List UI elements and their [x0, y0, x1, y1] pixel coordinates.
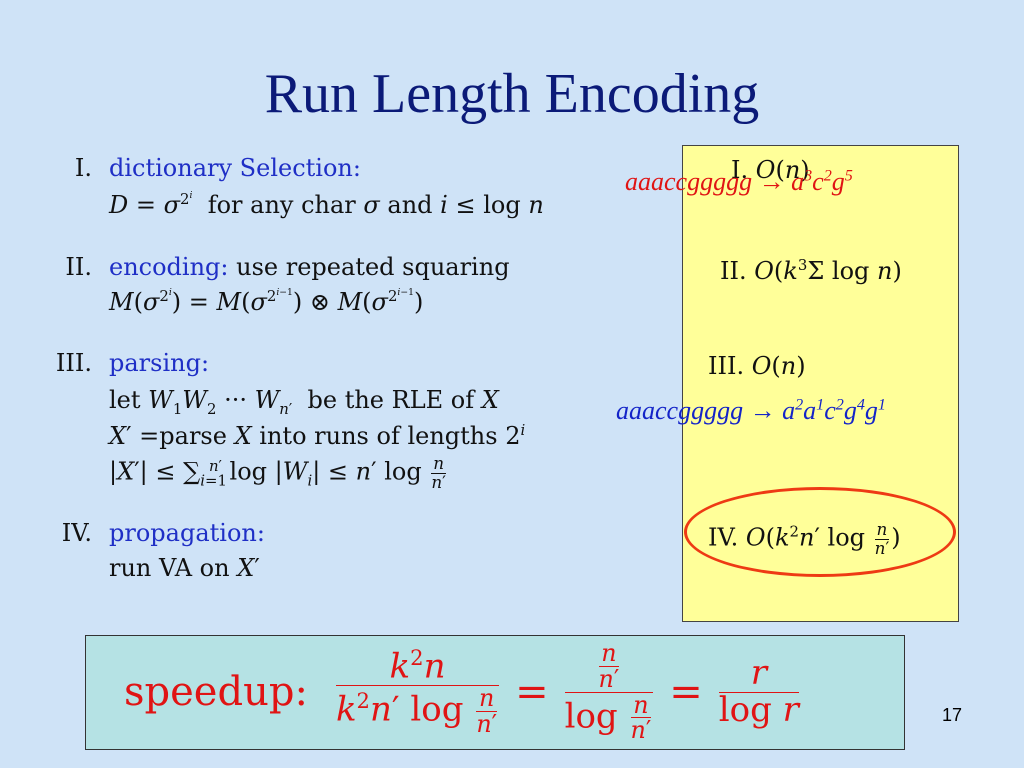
step-formula: M(σ2i) = M(σ2i−1) ⊗ M(σ2i−1)	[109, 287, 424, 316]
speedup-label: speedup:	[124, 669, 308, 715]
complexity-numeral: I.	[731, 156, 749, 184]
step-numeral: IV.	[61, 519, 92, 547]
example-blue: aaaccggggg → a2a1c2g4g1	[616, 396, 886, 425]
step-heading-line: encoding: use repeated squaring	[109, 253, 510, 281]
step-line: run VA on X′	[109, 554, 260, 582]
complexity-numeral: II.	[720, 257, 747, 285]
page-number: 17	[942, 705, 963, 725]
step-numeral: I.	[74, 154, 92, 182]
slide-title: Run Length Encoding	[264, 63, 760, 125]
step-numeral: III.	[55, 349, 92, 377]
step-heading: propagation:	[109, 519, 265, 547]
highlight-ellipse	[684, 487, 956, 577]
complexity-item-3: III. O(n)	[708, 352, 806, 380]
step-line: X′ =parse X into runs of lengths 2i	[109, 421, 526, 450]
speedup-fraction-3: r log r	[718, 652, 799, 730]
complexity-numeral: III.	[708, 352, 745, 380]
step-heading-tail: use repeated squaring	[236, 253, 510, 281]
step-line: let W1W2 ··· Wn′ be the RLE of X	[109, 386, 499, 418]
complexity-item-1: I. O(n)	[731, 156, 810, 184]
step-heading: dictionary Selection:	[109, 154, 361, 182]
example-red: aaaccggggg → a3c2g5	[625, 167, 853, 196]
step-formula: D = σ2i for any char σ and i ≤ log n	[109, 190, 544, 219]
step-heading: parsing:	[109, 349, 210, 377]
step-numeral: II.	[65, 253, 92, 281]
step-heading: encoding:	[109, 253, 229, 281]
complexity-item-2: II. O(k3Σ log n)	[720, 256, 902, 285]
